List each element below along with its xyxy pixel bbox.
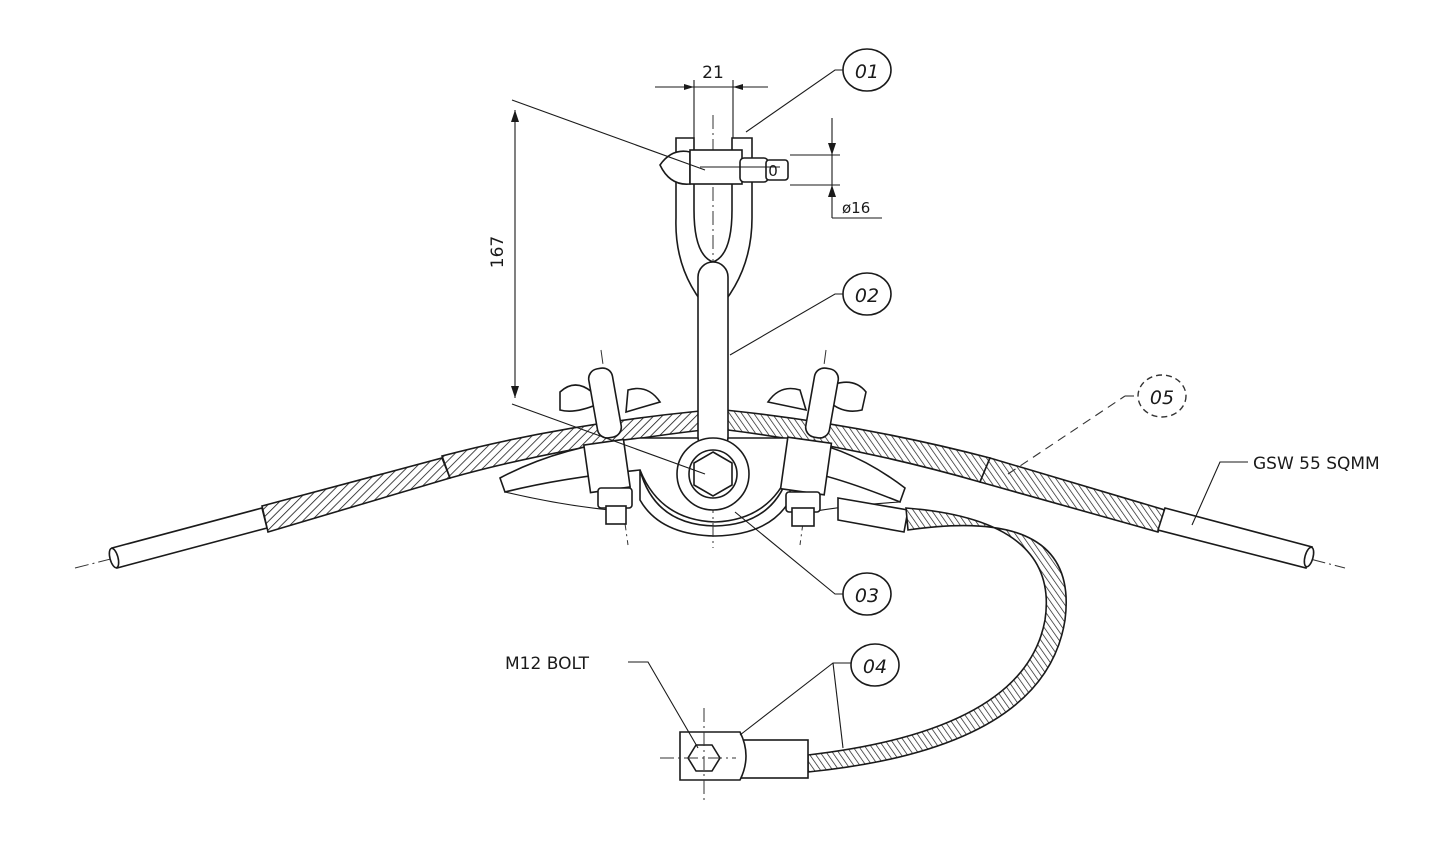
- callout-05-label: 05: [1150, 387, 1174, 409]
- callout-03: 03: [734, 511, 892, 616]
- conductor-label-leader: GSW 55 SQMM: [1191, 454, 1380, 526]
- right-cable-bare-end: [1156, 507, 1315, 569]
- earth-lead: [807, 497, 1067, 773]
- bolt-label: M12 BOLT: [505, 654, 590, 674]
- bolt-label-leader: M12 BOLT: [505, 654, 699, 749]
- left-armour-rods: [261, 457, 452, 534]
- pin-mark: 0: [768, 162, 778, 180]
- right-armour-rods: [978, 457, 1167, 533]
- callout-05: 05: [1007, 374, 1187, 475]
- dimension-21: 21: [655, 63, 768, 138]
- conductor-label: GSW 55 SQMM: [1253, 454, 1380, 474]
- left-clamp-bolt: [559, 349, 662, 546]
- right-clamp-bolt: [766, 349, 867, 546]
- dimension-167: 167: [488, 99, 706, 475]
- dimension-dia16-label: ø16: [842, 199, 870, 217]
- dimension-21-label: 21: [702, 63, 724, 83]
- callout-02-label: 02: [855, 285, 879, 307]
- callout-01-label: 01: [855, 61, 879, 83]
- callout-01: 01: [745, 48, 892, 133]
- earth-lug: [660, 708, 809, 800]
- callout-04: 04: [739, 643, 900, 749]
- callout-03-label: 03: [855, 585, 879, 607]
- callout-04-label: 04: [863, 656, 887, 678]
- dimension-dia16: ø16: [790, 118, 882, 219]
- left-cable-bare-end: [108, 507, 268, 569]
- eye-link: [676, 261, 750, 511]
- dimension-167-label: 167: [488, 236, 508, 268]
- shackle: [659, 137, 789, 317]
- callout-02: 02: [729, 272, 892, 356]
